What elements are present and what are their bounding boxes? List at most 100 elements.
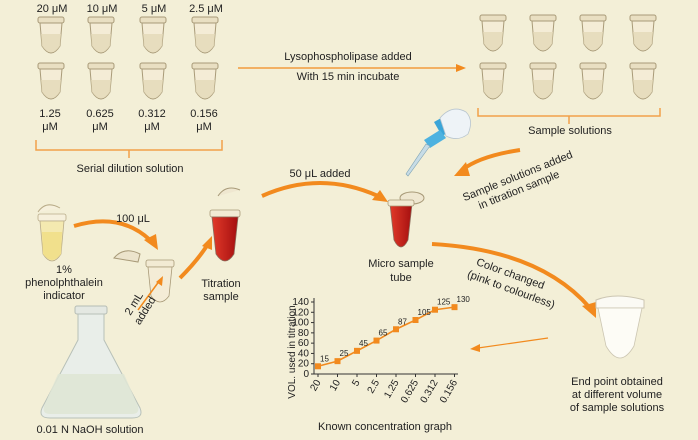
dilution-conc-label: 2.5 μM bbox=[189, 3, 223, 15]
series-line bbox=[317, 306, 455, 368]
sample-added-arrowhead bbox=[454, 162, 470, 176]
y-tick-label: 80 bbox=[298, 328, 310, 339]
indicator-tube-icon bbox=[37, 204, 67, 262]
dilution-tube-icon bbox=[37, 16, 65, 54]
y-tick-label: 0 bbox=[303, 369, 309, 380]
glove-hand-icon bbox=[439, 108, 471, 139]
added50-arrowhead bbox=[372, 190, 388, 202]
dilution-tube-icon bbox=[191, 16, 219, 54]
dilution-tube-icon bbox=[191, 62, 219, 100]
dilution-tube-icon bbox=[139, 16, 167, 54]
dilution-bracket bbox=[35, 140, 223, 158]
dilution-conc-label: 10 μM bbox=[86, 3, 118, 15]
data-label: 125 bbox=[437, 298, 451, 307]
end-point-tube-icon bbox=[595, 295, 645, 359]
sample-tube-icon bbox=[629, 62, 657, 100]
dilution-conc-label: 20 μM bbox=[36, 3, 68, 15]
micro-sample-tube-icon bbox=[387, 191, 425, 248]
added50-arrow bbox=[261, 181, 379, 198]
indicator-arrow bbox=[73, 219, 152, 242]
indicator-label-line3: indicator bbox=[43, 290, 85, 302]
sample-tube-icon bbox=[629, 14, 657, 52]
erlenmeyer-flask-icon bbox=[40, 305, 142, 419]
sample-tube-icon bbox=[529, 14, 557, 52]
sample-tube-icon bbox=[479, 14, 507, 52]
y-tick-label: 40 bbox=[298, 348, 310, 359]
lyso-label-line1: Lysophospholipase added bbox=[284, 51, 412, 63]
dilution-conc-value: 1.25 bbox=[39, 108, 61, 120]
naoh-arrowhead bbox=[156, 276, 163, 286]
titration-label-line2: sample bbox=[203, 291, 239, 303]
to-titration-arrow bbox=[178, 242, 210, 280]
dilution-tube-icon bbox=[139, 62, 167, 100]
x-tick-label: 5 bbox=[350, 378, 363, 389]
micro-tube-label-line1: Micro sample bbox=[368, 258, 434, 270]
titration-tube-icon bbox=[209, 187, 241, 262]
x-tick-label: 20 bbox=[309, 378, 324, 394]
indicator-volume-label: 100 μL bbox=[116, 213, 150, 225]
data-label: 15 bbox=[320, 354, 329, 363]
indicator-arrowhead bbox=[144, 234, 158, 250]
x-tick-label: 10 bbox=[328, 378, 343, 394]
sample-added-arrow bbox=[460, 148, 521, 172]
sample-tube-icon bbox=[529, 62, 557, 100]
y-tick-label: 140 bbox=[292, 297, 309, 308]
titration-label-line1: Titration bbox=[201, 278, 241, 290]
data-point bbox=[373, 337, 380, 344]
dilution-tube-icon bbox=[87, 62, 115, 100]
indicator-label-line2: phenolphthalein bbox=[25, 277, 103, 289]
data-point bbox=[315, 363, 321, 370]
dilution-conc-unit: μM bbox=[196, 121, 212, 133]
dilution-tube-icon bbox=[87, 16, 115, 54]
x-tick-label: 0.156 bbox=[438, 378, 460, 406]
dilution-conc-value: 0.625 bbox=[86, 108, 114, 120]
data-point bbox=[393, 326, 399, 333]
chart-xlabel: Known concentration graph bbox=[318, 421, 452, 433]
data-label: 130 bbox=[457, 295, 471, 304]
data-point bbox=[412, 317, 419, 323]
data-label: 65 bbox=[379, 329, 388, 338]
to-titration-arrowhead bbox=[202, 236, 212, 250]
to-graph-arrowhead bbox=[470, 344, 480, 352]
dilution-conc-value: 0.156 bbox=[190, 108, 218, 120]
y-tick-label: 120 bbox=[292, 307, 309, 318]
data-point bbox=[432, 306, 438, 313]
micro-tube-label-line2: tube bbox=[390, 272, 412, 284]
added50-label: 50 μL added bbox=[289, 168, 351, 180]
naoh-label: 0.01 N NaOH solution bbox=[36, 424, 144, 436]
to-graph-arrow bbox=[477, 337, 549, 349]
data-label: 105 bbox=[418, 308, 432, 317]
data-label: 25 bbox=[340, 349, 349, 358]
sample-tube-icon bbox=[479, 62, 507, 100]
color-change-arrowhead bbox=[582, 302, 596, 318]
x-tick-label: 2.5 bbox=[366, 378, 383, 396]
lyso-label-line2: With 15 min incubate bbox=[296, 71, 400, 83]
data-point bbox=[451, 304, 458, 311]
naoh-arrow bbox=[137, 279, 161, 311]
data-label: 87 bbox=[398, 317, 407, 326]
y-tick-label: 20 bbox=[298, 359, 310, 370]
y-tick-label: 100 bbox=[292, 318, 309, 329]
sample-tube-icon bbox=[579, 62, 607, 100]
dilution-conc-unit: μM bbox=[144, 121, 160, 133]
sample-tube-icon bbox=[579, 14, 607, 52]
sample-solutions-label: Sample solutions bbox=[528, 125, 612, 137]
serial-dilution-label: Serial dilution solution bbox=[76, 163, 184, 175]
x-tick-label: 0.312 bbox=[419, 378, 441, 406]
chart-ylabel: VOL. used in titration bbox=[287, 305, 298, 399]
lyso-arrowhead bbox=[456, 64, 466, 72]
x-tick-label: 1.25 bbox=[382, 378, 401, 401]
data-point bbox=[354, 347, 360, 354]
indicator-label-line1: 1% bbox=[56, 264, 72, 276]
end-point-label-line2: at different volume bbox=[571, 389, 663, 401]
dilution-conc-unit: μM bbox=[92, 121, 108, 133]
dilution-tube-icon bbox=[37, 62, 65, 100]
x-tick-label: 0.625 bbox=[399, 378, 421, 406]
data-point bbox=[334, 358, 341, 365]
end-point-label-line1: End point obtained bbox=[571, 376, 663, 388]
dilution-conc-label: 5 μM bbox=[141, 3, 167, 15]
samples-bracket bbox=[477, 108, 661, 124]
color-change-arrow bbox=[431, 242, 592, 310]
